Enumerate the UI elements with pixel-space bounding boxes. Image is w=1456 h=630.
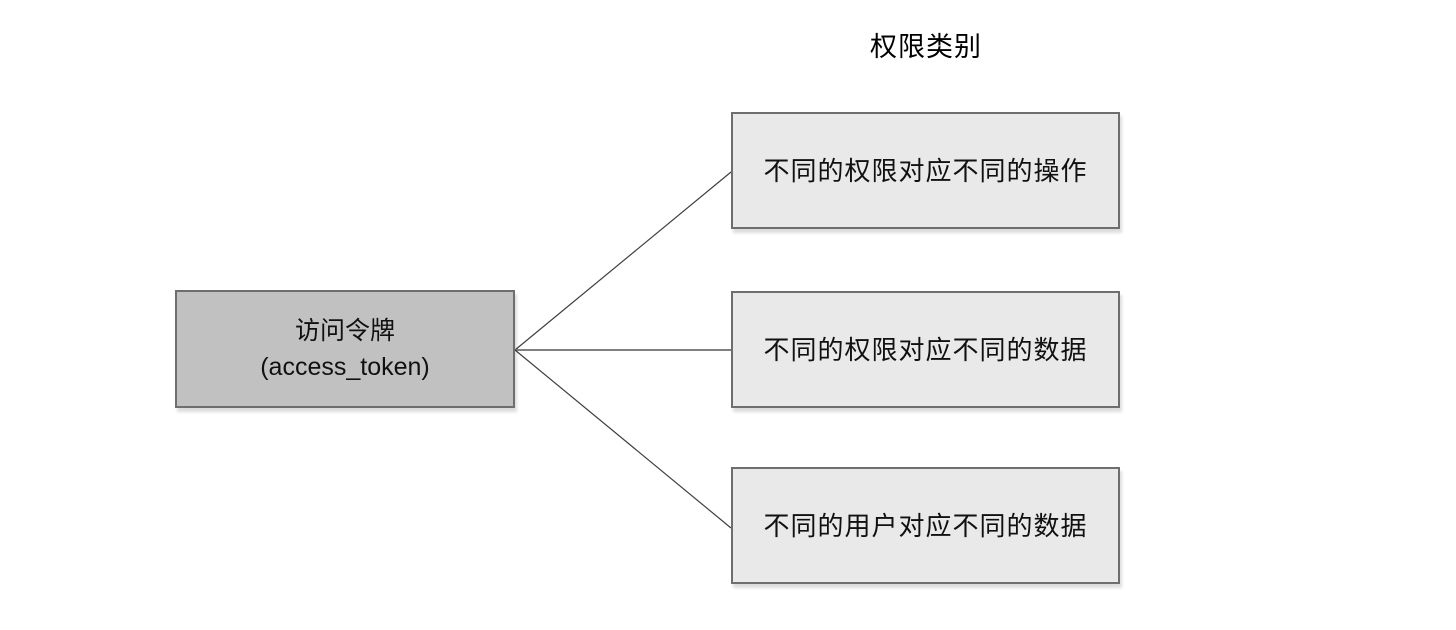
node-user-data-label: 不同的用户对应不同的数据 [763,510,1088,541]
node-access-token-label: 访问令牌 [294,317,395,345]
node-access-token: 访问令牌 (access_token) [175,290,515,408]
diagram-title: 权限类别 [870,32,982,62]
connector-line-bottom [514,349,732,529]
node-permission-data: 不同的权限对应不同的数据 [731,291,1120,408]
node-permission-data-label: 不同的权限对应不同的数据 [763,334,1088,365]
node-user-data: 不同的用户对应不同的数据 [731,467,1120,584]
node-permission-operations: 不同的权限对应不同的操作 [731,112,1120,229]
node-access-token-sublabel: (access_token) [260,353,430,381]
connector-line-top [514,171,732,351]
node-permission-operations-label: 不同的权限对应不同的操作 [763,155,1088,186]
